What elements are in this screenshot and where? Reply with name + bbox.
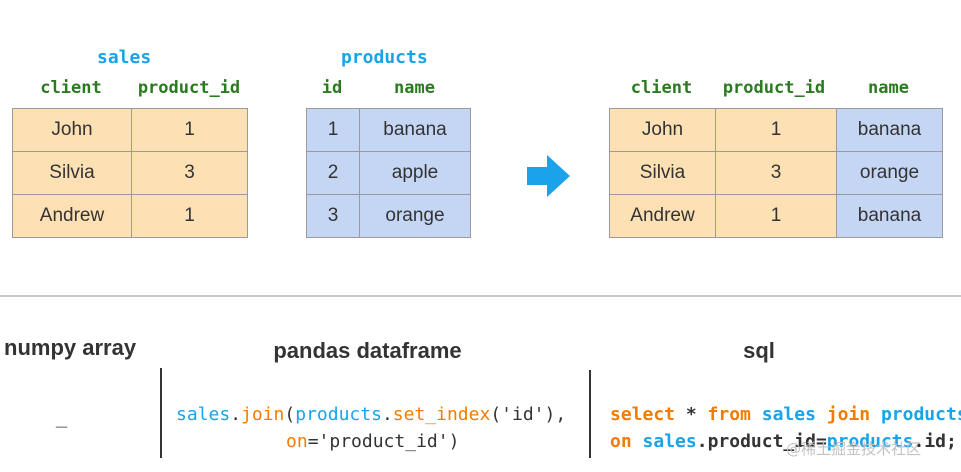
table-cell: 1 [306, 108, 360, 152]
table-cell: Silvia [609, 151, 716, 195]
code-token: sales [750, 404, 827, 425]
code-token: products [295, 404, 382, 425]
products-table: 1 banana 2 apple 3 orange [306, 108, 471, 238]
pandas-code-line2: on='product_id') [286, 428, 459, 455]
table-cell: John [12, 108, 132, 152]
result-header-product-id: product_id [722, 78, 826, 98]
sales-table: John 1 Silvia 3 Andrew 1 [12, 108, 248, 238]
code-token: . [913, 431, 925, 452]
table-cell: orange [359, 194, 471, 238]
code-token: products [870, 404, 961, 425]
table-cell: 1 [131, 108, 248, 152]
code-token: products [826, 431, 914, 452]
pandas-title: pandas dataframe [273, 338, 462, 363]
result-header-client: client [630, 78, 693, 98]
code-token: on [286, 431, 308, 452]
table-row: Silvia 3 orange [609, 151, 943, 195]
table-cell: 1 [131, 194, 248, 238]
code-token: ( [490, 404, 502, 425]
column-separator [160, 368, 162, 458]
numpy-title: numpy array [4, 335, 137, 360]
sales-header-product-id: product_id [137, 78, 241, 98]
code-token: sales [176, 404, 231, 425]
code-token: ( [284, 404, 296, 425]
table-cell: 3 [306, 194, 360, 238]
code-token: ) [448, 431, 460, 452]
products-header-name: name [394, 78, 435, 98]
sql-code-line1: select * from sales join products [610, 401, 961, 428]
table-row: Andrew 1 banana [609, 194, 943, 238]
table-cell: banana [836, 194, 943, 238]
sales-table-title: sales [97, 47, 152, 68]
code-token: join [241, 404, 285, 425]
table-cell: orange [836, 151, 943, 195]
pandas-code-line1: sales.join(products.set_index('id'), [176, 401, 566, 428]
table-row: Silvia 3 [12, 151, 248, 195]
sales-header-client: client [40, 78, 102, 98]
table-cell: 1 [715, 194, 837, 238]
result-header-name: name [868, 78, 909, 98]
table-cell: Andrew [12, 194, 132, 238]
code-token: id [924, 431, 947, 452]
code-token: from [707, 404, 751, 425]
code-token: join [826, 404, 871, 425]
code-token: ), [544, 404, 567, 425]
table-cell: 3 [715, 151, 837, 195]
table-cell: 3 [131, 151, 248, 195]
table-cell: Andrew [609, 194, 716, 238]
products-header-id: id [321, 78, 343, 98]
code-token: 'id' [501, 404, 545, 425]
table-row: John 1 banana [609, 108, 943, 152]
code-token: * [675, 404, 708, 425]
code-token: . [696, 431, 708, 452]
sql-code-line2: on sales.product_id=products.id; [610, 428, 957, 455]
table-row: Andrew 1 [12, 194, 248, 238]
code-token: product_id [707, 431, 816, 452]
watermark: @稀土掘金技术社区 [786, 440, 922, 458]
table-cell: banana [359, 108, 471, 152]
code-token: = [307, 431, 319, 452]
table-row: 3 orange [306, 194, 471, 238]
numpy-code: _ [56, 408, 68, 430]
table-cell: John [609, 108, 716, 152]
table-cell: apple [359, 151, 471, 195]
code-token: ; [946, 431, 957, 452]
code-token: 'product_id' [318, 431, 449, 452]
section-divider [0, 295, 961, 297]
code-token: on [610, 431, 632, 452]
sql-title: sql [743, 338, 775, 363]
table-cell: banana [836, 108, 943, 152]
arrow-right-icon [527, 155, 570, 197]
table-cell: Silvia [12, 151, 132, 195]
table-cell: 2 [306, 151, 360, 195]
column-separator [589, 370, 591, 458]
code-token: = [815, 431, 827, 452]
code-token: . [381, 404, 393, 425]
result-table: John 1 banana Silvia 3 orange Andrew 1 b… [609, 108, 943, 238]
code-token: set_index [392, 404, 491, 425]
products-table-title: products [341, 47, 428, 68]
table-row: John 1 [12, 108, 248, 152]
code-token: sales [631, 431, 697, 452]
table-row: 1 banana [306, 108, 471, 152]
code-token: select [610, 404, 676, 425]
table-row: 2 apple [306, 151, 471, 195]
table-cell: 1 [715, 108, 837, 152]
code-token: . [230, 404, 242, 425]
